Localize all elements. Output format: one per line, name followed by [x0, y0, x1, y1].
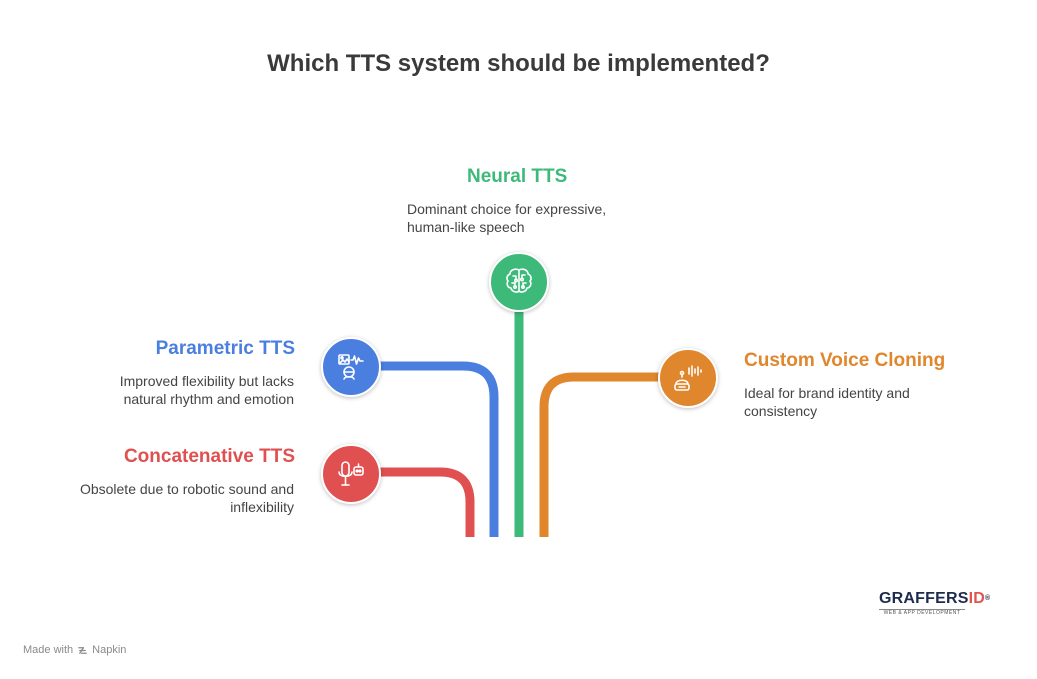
custom-voice-cloning-heading: Custom Voice Cloning [744, 350, 946, 371]
logo-wordmark: GRAFFERSID® [879, 590, 990, 608]
logo-tagline: WEB & APP DEVELOPMENT [879, 609, 965, 616]
custom-voice-cloning-description-line: Ideal for brand identity and [744, 385, 910, 401]
brain-circuit-icon [506, 268, 532, 293]
parametric-tts-description-line: natural rhythm and emotion [123, 391, 294, 407]
napkin-brand-label: Napkin [92, 644, 127, 656]
neural-tts-description-line: human-like speech [407, 219, 525, 235]
image-waveform-person-icon [338, 354, 364, 380]
microphone-robot-icon [338, 461, 364, 486]
voice-assistant-waveform-icon [674, 365, 702, 391]
parametric-tts-node [321, 337, 381, 397]
concatenative-tts-description-line: inflexibility [230, 499, 294, 515]
concatenative-tts-description-line: Obsolete due to robotic sound and [79, 481, 294, 497]
parametric-tts-description-line: Improved flexibility but lacks [119, 373, 294, 389]
custom-voice-cloning-description-line: consistency [744, 403, 818, 419]
page-title: Which TTS system should be implemented? [267, 50, 770, 77]
made-with-label: Made with [23, 644, 74, 656]
custom-voice-cloning-node [658, 348, 718, 408]
concatenative-tts-description: Obsolete due to robotic sound and inflex… [40, 480, 294, 516]
custom-voice-cloning-description: Ideal for brand identity and consistency [744, 384, 910, 420]
parametric-tts-description: Improved flexibility but lacks natural r… [60, 372, 294, 408]
custom-connector [539, 372, 659, 537]
concatenative-tts-node [321, 444, 381, 504]
neural-tts-node [489, 252, 549, 312]
napkin-logo-icon [78, 646, 87, 654]
parametric-tts-heading: Parametric TTS [155, 338, 295, 359]
neural-tts-description-line: Dominant choice for expressive, [407, 201, 607, 217]
concatenative-connector [379, 467, 475, 537]
neural-tts-heading: Neural TTS [467, 166, 568, 187]
graffersid-logo: GRAFFERSID® WEB & APP DEVELOPMENT [879, 590, 990, 622]
logo-id: ID [968, 590, 986, 607]
concatenative-tts-heading: Concatenative TTS [123, 446, 295, 467]
neural-tts-description: Dominant choice for expressive, human-li… [407, 200, 606, 236]
logo-word: GRAFFERS [879, 590, 969, 607]
made-with-napkin[interactable]: Made with Napkin [23, 644, 126, 656]
logo-registered-mark: ® [985, 595, 991, 602]
parametric-connector [379, 361, 499, 537]
